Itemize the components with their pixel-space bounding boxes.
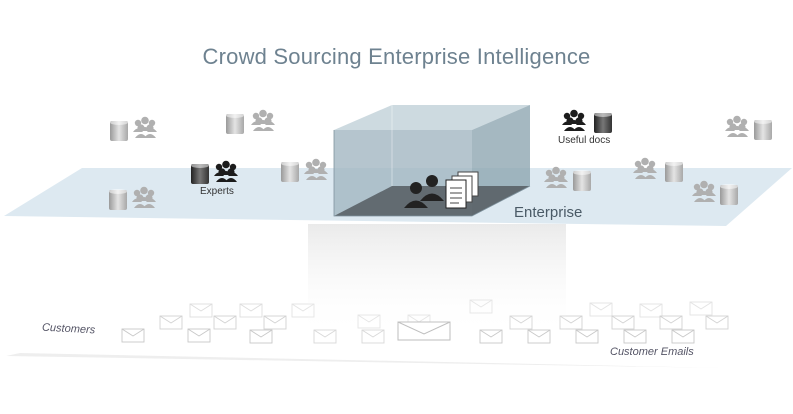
page-title: Crowd Sourcing Enterprise Intelligence [202, 44, 591, 69]
enterprise-cube [333, 105, 531, 217]
person-icon [404, 175, 444, 208]
useful-docs-label: Useful docs [558, 135, 611, 146]
reflection-beam [308, 224, 566, 336]
customer-emails-label: Customer Emails [610, 346, 694, 358]
document-stack-icon [445, 171, 479, 209]
enterprise-label: Enterprise [514, 204, 583, 221]
experts-label: Experts [200, 186, 234, 197]
